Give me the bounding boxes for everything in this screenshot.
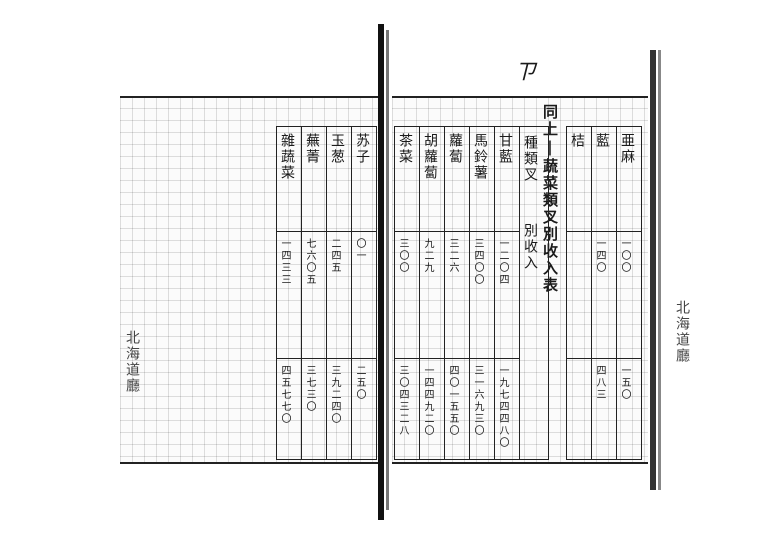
item-name: 蘿蔔	[444, 126, 470, 232]
book-spine	[378, 24, 384, 520]
item-name: 桔	[566, 126, 592, 232]
item-amount: 一五〇	[616, 358, 642, 460]
column-header: 種類叉 別收入	[519, 126, 549, 460]
item-qty: 三二六	[444, 231, 470, 359]
bottom-rule	[120, 462, 378, 464]
item-qty	[566, 231, 592, 359]
item-qty: 九二九	[419, 231, 445, 359]
header-kind: 種類叉	[522, 135, 538, 183]
top-right-ledger-table: 桔 藍 亜麻 一四〇 一〇〇 四八三 一五〇	[566, 126, 642, 460]
page-edge-shadow	[658, 50, 661, 490]
item-amount: 三九二四〇	[326, 358, 352, 460]
item-name: 玉葱	[326, 126, 352, 232]
item-name: 甘藍	[494, 126, 520, 232]
item-amount: 三〇四三二八	[394, 358, 420, 460]
page-number: ㄗ	[514, 60, 537, 85]
item-qty: 一〇〇	[616, 231, 642, 359]
item-amount: 一九七四四八〇	[494, 358, 520, 460]
item-amount: 四八三	[591, 358, 617, 460]
item-qty: 七六〇五	[301, 231, 327, 359]
library-stamp: 北海道廳	[124, 330, 140, 394]
left-ledger-table: 雜蔬菜 蕪菁 玉葱 苏子 一四三三 七六〇五 二四五 〇一 四五七七〇 三七三〇…	[276, 126, 377, 460]
item-name: 雜蔬菜	[276, 126, 302, 232]
item-qty: 三四〇〇	[469, 231, 495, 359]
right-ledger-table: 茶菜 胡蘿蔔 蘿蔔 馬鈴薯 甘藍 種類叉 別收入 三〇〇 九二九 三二六 三四〇…	[394, 126, 549, 460]
item-name: 馬鈴薯	[469, 126, 495, 232]
item-name: 亜麻	[616, 126, 642, 232]
item-qty: 一四三三	[276, 231, 302, 359]
item-amount: 三一六九三〇	[469, 358, 495, 460]
item-qty: 一二〇四	[494, 231, 520, 359]
item-qty: 二四五	[326, 231, 352, 359]
header-income: 別收入	[522, 223, 538, 271]
item-amount: 四〇一五五〇	[444, 358, 470, 460]
item-amount: 四五七七〇	[276, 358, 302, 460]
item-name: 藍	[591, 126, 617, 232]
bottom-rule	[392, 462, 648, 464]
item-name: 苏子	[351, 126, 377, 232]
page-edge	[650, 50, 656, 490]
item-qty: 三〇〇	[394, 231, 420, 359]
item-name: 胡蘿蔔	[419, 126, 445, 232]
top-rule	[392, 96, 648, 98]
item-qty: 〇一	[351, 231, 377, 359]
item-amount: 一四四九二〇	[419, 358, 445, 460]
item-amount	[566, 358, 592, 460]
item-amount: 三七三〇	[301, 358, 327, 460]
spine-shadow	[386, 30, 389, 510]
item-amount: 二五〇	[351, 358, 377, 460]
top-rule	[120, 96, 378, 98]
item-name: 茶菜	[394, 126, 420, 232]
item-qty: 一四〇	[591, 231, 617, 359]
item-name: 蕪菁	[301, 126, 327, 232]
library-stamp: 北海道廳	[674, 300, 690, 364]
